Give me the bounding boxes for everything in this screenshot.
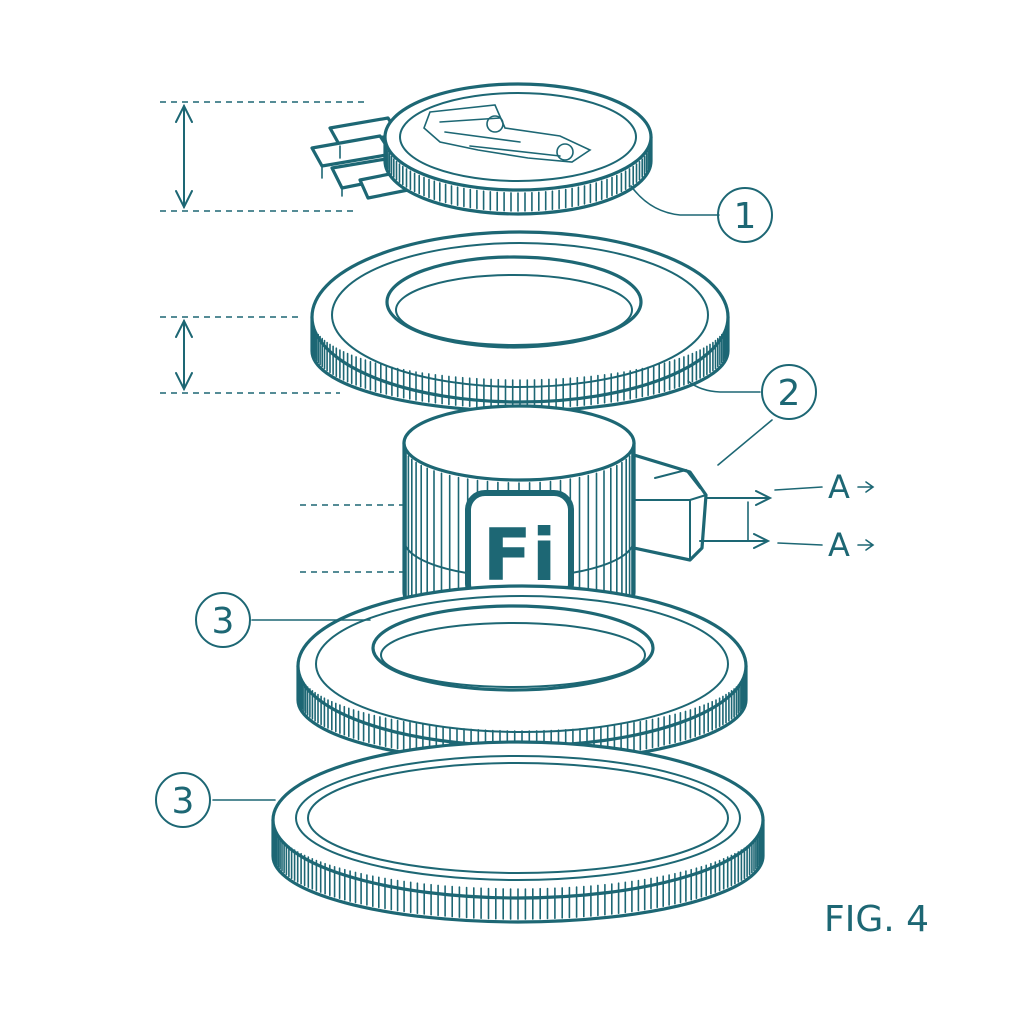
section-label-a-bottom: A xyxy=(828,526,850,564)
base-plate-part xyxy=(271,740,765,924)
callout-number: 3 xyxy=(172,781,195,822)
section-arrow-icon xyxy=(857,481,875,493)
callout-1: 1 xyxy=(717,187,773,243)
figure-label: FIG. 4 xyxy=(824,899,929,940)
section-arrow-icon xyxy=(857,539,875,551)
leader-lines xyxy=(212,185,773,801)
callout-3-upper: 3 xyxy=(195,592,251,648)
callout-2: 2 xyxy=(761,364,817,420)
logo-badge-text: Fi xyxy=(483,513,557,597)
callout-number: 3 xyxy=(212,601,235,642)
logo-badge-icon: Fi xyxy=(465,490,574,604)
callout-3-lower: 3 xyxy=(155,772,211,828)
section-marks: A A xyxy=(699,468,875,564)
lower-ring-part xyxy=(296,584,748,764)
dimension-lines xyxy=(160,101,405,573)
top-cap-part xyxy=(310,82,653,216)
callout-number: 2 xyxy=(778,373,801,414)
section-label-a-top: A xyxy=(828,468,850,506)
callout-number: 1 xyxy=(734,196,757,237)
flange-ring-part xyxy=(310,230,730,413)
central-body-part: Fi xyxy=(402,404,708,631)
